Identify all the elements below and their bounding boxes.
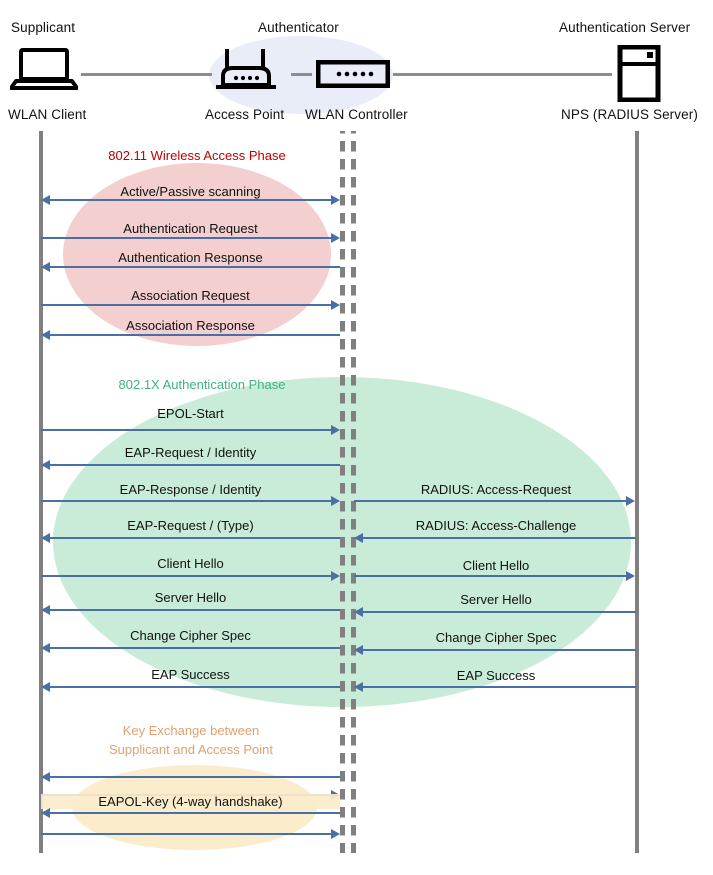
msg-line-active-passive-scanning [46, 199, 336, 201]
msg-arrowhead-eap-request-identity [41, 460, 50, 470]
msg-label-eapol-key-4way-handshake: EAPOL-Key (4-way handshake) [41, 794, 340, 809]
msg-arrowhead-eap-success-left [41, 682, 50, 692]
msg-arrowhead-left-active-passive-scanning [41, 195, 50, 205]
msg-line-change-cipher-spec-right [359, 649, 636, 651]
lifeline-authenticator-right [351, 131, 356, 853]
msg-label-change-cipher-spec-right: Change Cipher Spec [435, 630, 557, 645]
msg-line-eap-response-identity [41, 500, 333, 502]
actor-device-wlan-controller: WLAN Controller [305, 107, 408, 122]
msg-label-server-hello-left: Server Hello [154, 590, 227, 605]
actor-device-nps-radius-server: NPS (RADIUS Server) [561, 107, 698, 122]
msg-label-eap-request-identity: EAP-Request / Identity [124, 445, 257, 460]
msg-line-eapol-handshake-4 [41, 833, 333, 835]
msg-label-radius-access-challenge: RADIUS: Access-Challenge [415, 518, 577, 533]
msg-label-authentication-response: Authentication Response [118, 250, 263, 265]
phase-label-key-exchange-line2: Supplicant and Access Point [108, 742, 274, 757]
msg-line-radius-access-challenge [359, 537, 636, 539]
actor-role-supplicant: Supplicant [11, 20, 76, 35]
msg-label-authentication-request: Authentication Request [123, 221, 258, 236]
lifeline-authentication-server [635, 131, 639, 853]
msg-line-client-hello-right [354, 575, 627, 577]
msg-line-eap-request-identity [46, 464, 340, 466]
msg-line-epol-start [41, 429, 333, 431]
msg-arrowhead-authentication-response [41, 262, 50, 272]
msg-line-authentication-request [41, 237, 333, 239]
msg-arrowhead-association-response [41, 330, 50, 340]
phase-blob-wireless-access [63, 163, 331, 346]
msg-arrowhead-right-active-passive-scanning [331, 195, 340, 205]
msg-arrowhead-change-cipher-spec-left [41, 643, 50, 653]
connector-controller-to-server [393, 73, 612, 76]
server-rack-icon [617, 44, 661, 103]
connector-client-to-ap [81, 73, 212, 76]
msg-label-eap-success-left: EAP Success [151, 667, 230, 682]
msg-arrowhead-authentication-request [331, 233, 340, 243]
msg-arrowhead-server-hello-left [41, 605, 50, 615]
lifeline-authenticator-left [340, 131, 345, 853]
msg-line-association-request [41, 304, 333, 306]
msg-line-eap-success-right [359, 686, 636, 688]
msg-line-association-response [46, 334, 340, 336]
laptop-icon [9, 48, 79, 90]
msg-line-server-hello-left [46, 609, 340, 611]
msg-label-eap-request-type: EAP-Request / (Type) [127, 518, 254, 533]
phase-label-dot1x-authentication: 802.1X Authentication Phase [118, 377, 286, 392]
actor-device-wlan-client: WLAN Client [8, 107, 87, 122]
phase-label-wireless-access: 802.11 Wireless Access Phase [108, 148, 286, 163]
msg-arrowhead-client-hello-left [331, 571, 340, 581]
msg-line-server-hello-right [359, 611, 636, 613]
msg-arrowhead-eapol-handshake-1 [41, 772, 50, 782]
msg-line-eap-success-left [46, 686, 340, 688]
msg-arrowhead-client-hello-right [626, 571, 635, 581]
connector-ap-to-controller [291, 73, 312, 76]
actor-device-access-point: Access Point [205, 107, 285, 122]
msg-arrowhead-server-hello-right [354, 607, 363, 617]
msg-label-epol-start: EPOL-Start [157, 406, 224, 421]
msg-arrowhead-association-request [331, 300, 340, 310]
msg-arrowhead-eap-request-type [41, 533, 50, 543]
msg-line-authentication-response [46, 266, 340, 268]
msg-arrowhead-eap-success-right [354, 682, 363, 692]
lifeline-supplicant [39, 131, 43, 853]
msg-arrowhead-epol-start [331, 425, 340, 435]
msg-label-eap-response-identity: EAP-Response / Identity [119, 482, 262, 497]
wireless-access-point-icon [214, 47, 278, 93]
msg-arrowhead-radius-access-request [626, 496, 635, 506]
msg-line-change-cipher-spec-left [46, 647, 340, 649]
msg-line-eap-request-type [46, 537, 340, 539]
msg-label-client-hello-right: Client Hello [462, 558, 530, 573]
msg-line-eapol-handshake-1 [46, 776, 340, 778]
msg-label-active-passive-scanning: Active/Passive scanning [120, 184, 261, 199]
msg-line-client-hello-left [41, 575, 333, 577]
msg-arrowhead-eap-response-identity [331, 496, 340, 506]
msg-label-association-request: Association Request [131, 288, 250, 303]
msg-label-change-cipher-spec-left: Change Cipher Spec [130, 628, 251, 643]
msg-label-association-response: Association Response [126, 318, 255, 333]
network-controller-icon [315, 59, 391, 89]
msg-line-eapol-handshake-3 [46, 812, 340, 814]
msg-label-radius-access-request: RADIUS: Access-Request [420, 482, 572, 497]
actor-role-authentication-server: Authentication Server [559, 20, 691, 35]
actor-role-authenticator: Authenticator [258, 20, 339, 35]
msg-line-radius-access-request [354, 500, 627, 502]
msg-arrowhead-change-cipher-spec-right [354, 645, 363, 655]
msg-arrowhead-eapol-handshake-3 [41, 808, 50, 818]
msg-arrowhead-eapol-handshake-4 [331, 829, 340, 839]
msg-label-client-hello-left: Client Hello [157, 556, 224, 571]
msg-arrowhead-radius-access-challenge [354, 533, 363, 543]
msg-label-eap-success-right: EAP Success [456, 668, 536, 683]
phase-label-key-exchange-line1: Key Exchange between [122, 723, 260, 738]
msg-label-server-hello-right: Server Hello [460, 592, 532, 607]
